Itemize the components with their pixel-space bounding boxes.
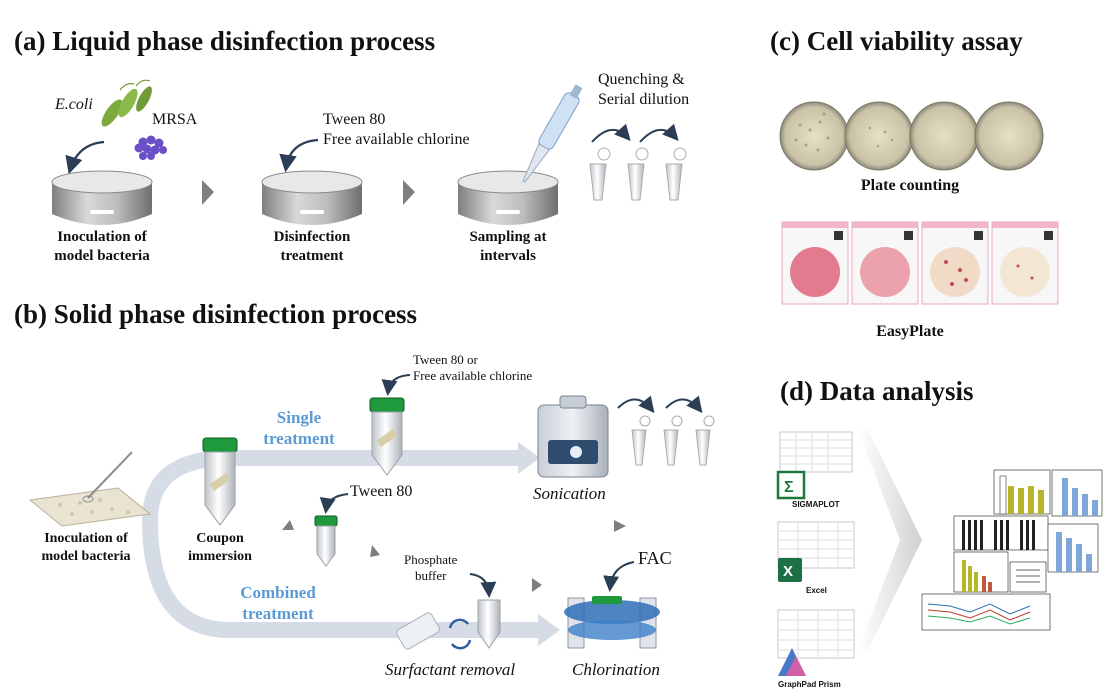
coupon-inoculation-caption: Inoculation of model bacteria xyxy=(41,531,131,564)
tween-tube xyxy=(314,515,338,567)
result-chart-2 xyxy=(1051,469,1103,517)
chlorination-label: Chlorination xyxy=(572,660,660,679)
plate-counting-caption: Plate counting xyxy=(860,177,960,194)
tween-label: Tween 80 xyxy=(350,483,413,500)
reagent-label-a: Tween 80 Free available chlorine xyxy=(323,111,470,148)
excel-logo-icon: X xyxy=(778,558,802,582)
step-arrow-a2 xyxy=(403,180,415,205)
sonic-microtube-1 xyxy=(631,415,651,466)
sonic-arc-2 xyxy=(665,395,703,414)
tween-arrow xyxy=(319,493,349,514)
panel-b-title: (b) Solid phase disinfection process xyxy=(14,299,418,329)
sigmaplot-label: SIGMAPLOT xyxy=(792,500,840,509)
coupon-tube xyxy=(202,437,238,526)
mrsa-label: MRSA xyxy=(152,111,198,128)
svg-text:X: X xyxy=(783,563,793,580)
panel-c-title: (c) Cell viability assay xyxy=(770,26,1023,56)
sigmaplot-logo-icon: Σ xyxy=(776,470,806,500)
result-chart-3 xyxy=(953,515,1049,551)
chlorination-rack-graphic xyxy=(564,596,660,649)
phosphate-buffer-label: Phosphate buffer xyxy=(404,552,458,583)
rotation-arc-2 xyxy=(451,639,472,650)
step-disinfection-caption: Disinfection treatment xyxy=(273,229,351,264)
spreadsheet-sigmaplot xyxy=(779,431,853,473)
rotation-arc-1 xyxy=(448,618,469,629)
petri-dish-2 xyxy=(261,170,363,225)
small-arrow-1 xyxy=(282,520,294,530)
pipette-graphic xyxy=(522,84,583,183)
analysis-fade-arrow xyxy=(858,430,922,650)
microtube-3 xyxy=(665,147,687,201)
quench-label: Quenching & Serial dilution xyxy=(598,71,690,108)
sonic-microtube-2 xyxy=(663,415,683,466)
coupon-immersion-caption: Coupon immersion xyxy=(188,531,252,564)
excel-label: Excel xyxy=(806,586,827,595)
spreadsheet-excel xyxy=(777,521,855,569)
reagent-label-b: Tween 80 or Free available chlorine xyxy=(413,352,533,383)
result-chart-7 xyxy=(921,593,1051,631)
petri-plate-3 xyxy=(909,101,979,171)
easyplate-3 xyxy=(921,221,989,305)
prism-label: GraphPad Prism xyxy=(778,680,841,689)
result-chart-5 xyxy=(953,551,1009,593)
buffer-arrow xyxy=(469,573,497,598)
step-inoculation-caption: Inoculation of model bacteria xyxy=(54,229,150,264)
microtube-2 xyxy=(627,147,649,201)
sonic-microtube-3 xyxy=(695,415,715,466)
easyplate-4 xyxy=(991,221,1059,305)
result-chart-4 xyxy=(1047,523,1099,573)
single-treatment-label: Single treatment xyxy=(263,408,335,448)
surfactant-removal-label: Surfactant removal xyxy=(385,660,516,679)
microtube-1 xyxy=(589,147,611,201)
petri-plate-1 xyxy=(779,101,849,171)
petri-dish-3 xyxy=(457,170,559,225)
inoculated-coupon-graphic xyxy=(28,451,152,527)
dilution-arc-1 xyxy=(591,123,631,143)
sonication-label: Sonication xyxy=(533,484,606,503)
combined-flow-arrowhead xyxy=(538,614,560,646)
inoculation-arrow xyxy=(65,140,105,175)
rinse-coupon-graphic xyxy=(396,612,440,650)
prism-logo-icon xyxy=(778,648,806,676)
svg-text:Σ: Σ xyxy=(784,479,794,496)
easyplate-1 xyxy=(781,221,849,305)
reagent-arrow-b xyxy=(381,374,411,396)
small-arrow-4 xyxy=(614,520,626,532)
result-chart-6 xyxy=(1009,561,1047,593)
fac-arrow xyxy=(603,561,635,592)
combined-treatment-flow xyxy=(142,519,540,638)
combined-treatment-label: Combined treatment xyxy=(240,583,316,623)
petri-plate-2 xyxy=(844,101,914,171)
small-arrow-2 xyxy=(370,545,380,557)
reagent-arrow-a xyxy=(279,138,319,173)
result-chart-1 xyxy=(993,469,1051,515)
sonic-arc-1 xyxy=(617,395,655,414)
dilution-arc-2 xyxy=(639,123,679,143)
step-sampling-caption: Sampling at intervals xyxy=(469,229,547,264)
easyplate-caption: EasyPlate xyxy=(876,323,944,340)
panel-d-title: (d) Data analysis xyxy=(780,376,974,406)
sonicator-graphic xyxy=(537,395,609,478)
small-arrow-3 xyxy=(532,578,542,592)
single-treatment-tube xyxy=(369,397,405,476)
easyplate-2 xyxy=(851,221,919,305)
petri-dish-1 xyxy=(51,170,153,225)
single-flow-arrowhead xyxy=(518,442,540,474)
mrsa-bacteria-graphic xyxy=(134,135,167,160)
buffer-tube xyxy=(477,599,501,649)
panel-a-title: (a) Liquid phase disinfection process xyxy=(14,26,436,56)
petri-plate-4 xyxy=(974,101,1044,171)
fac-label: FAC xyxy=(638,548,672,568)
spreadsheet-prism xyxy=(777,609,855,659)
ecoli-label: E.coli xyxy=(55,96,93,113)
step-arrow-a1 xyxy=(202,180,214,205)
ecoli-bacteria-graphic xyxy=(101,79,152,127)
